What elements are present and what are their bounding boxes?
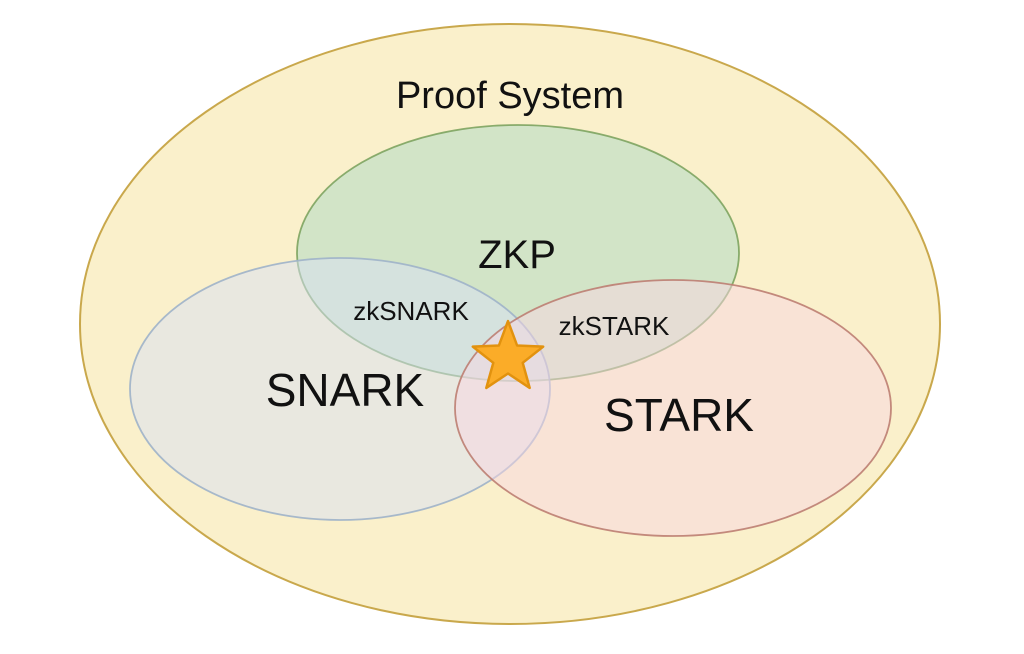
- stark-ellipse: [454, 279, 892, 537]
- zkstark-label: zkSTARK: [559, 311, 670, 341]
- proof-system-label: Proof System: [396, 75, 624, 117]
- star-icon: [471, 319, 545, 390]
- stark-label: STARK: [604, 389, 754, 441]
- snark-label: SNARK: [266, 364, 425, 416]
- zkp-label: ZKP: [478, 233, 556, 277]
- zksnark-label: zkSNARK: [353, 296, 469, 326]
